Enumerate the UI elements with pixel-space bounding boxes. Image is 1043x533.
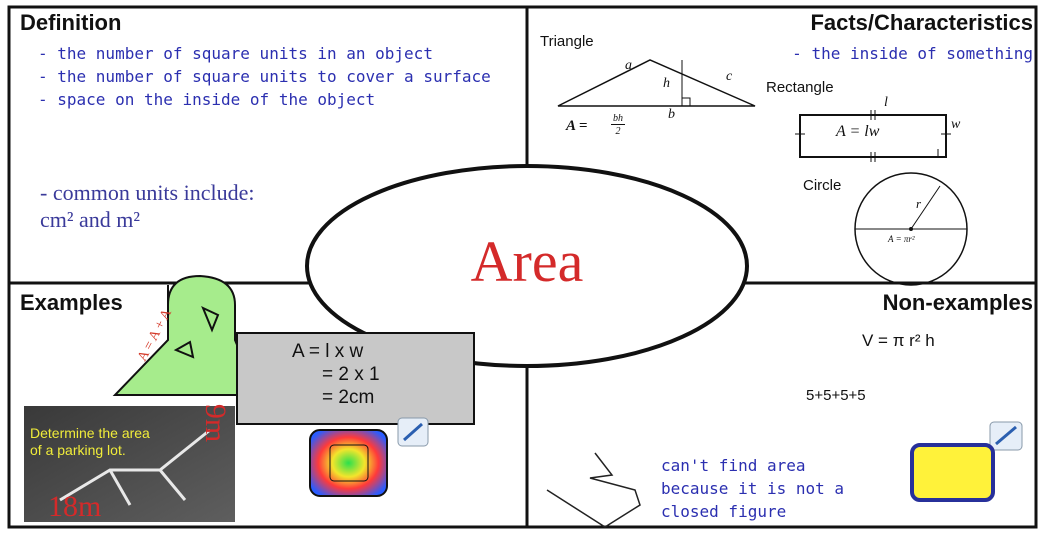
triangle-label: Triangle: [540, 33, 594, 50]
green-shape: [112, 274, 260, 396]
parking-lot-photo: [24, 406, 235, 522]
photo-caption: Determine the area: [30, 425, 150, 441]
open-figure: [546, 452, 641, 528]
circle-diagram: [854, 172, 968, 286]
triangle-formula-denominator: 2: [615, 126, 621, 137]
circle-radius-r: r: [916, 196, 922, 211]
rectangle-formula: A = lw: [836, 123, 880, 140]
rectangle-diagram: [795, 110, 951, 162]
volume-formula: V = π r² h: [862, 331, 935, 350]
formula-line: = 2 x 1: [322, 364, 380, 385]
examples-heading: Examples: [20, 290, 123, 315]
nonexample-note: because it is not a: [661, 479, 845, 498]
rectangle-label: Rectangle: [766, 79, 834, 96]
yellow-square-icon: [910, 443, 995, 502]
rectangle-width-w: w: [951, 117, 961, 132]
nonexample-note: can't find area: [661, 456, 806, 475]
triangle-side-c: c: [726, 69, 733, 84]
definition-bullet: - space on the inside of the object: [38, 90, 376, 109]
photo-caption: of a parking lot.: [30, 442, 126, 458]
formula-box: [236, 332, 475, 425]
formula-line: = 2cm: [322, 387, 375, 408]
dimension-height: 9m: [199, 403, 233, 443]
circle-label: Circle: [803, 177, 842, 194]
sum-expression: 5+5+5+5: [806, 387, 866, 404]
definition-bullet: - the number of square units to cover a …: [38, 67, 491, 86]
heatmap-icon: [309, 429, 388, 497]
facts-heading: Facts/Characteristics: [810, 10, 1033, 35]
rectangle-length-l: l: [884, 95, 888, 110]
units-values: cm² and m²: [40, 207, 140, 232]
circle-formula: A = πr²: [888, 234, 915, 244]
triangle-diagram: [557, 59, 756, 107]
units-line: - common units include:: [40, 180, 255, 205]
definition-heading: Definition: [20, 10, 122, 35]
nonexamples-heading: Non-examples: [882, 290, 1033, 315]
center-title: Area: [470, 229, 584, 294]
triangle-formula-numerator: bh: [611, 113, 625, 125]
formula-line: A = l x w: [292, 341, 364, 362]
triangle-base-b: b: [668, 107, 675, 122]
facts-note: - the inside of something: [792, 44, 1033, 63]
triangle-formula: A =: [566, 118, 588, 134]
triangle-side-a: a: [625, 58, 632, 73]
pencil-icon: [397, 417, 429, 447]
pencil-icon: [989, 421, 1023, 451]
definition-bullet: - the number of square units in an objec…: [38, 44, 433, 63]
dimension-width: 18m: [48, 490, 102, 523]
nonexample-note: closed figure: [661, 502, 787, 521]
triangle-height-h: h: [663, 76, 670, 91]
center-ellipse: [305, 164, 749, 368]
